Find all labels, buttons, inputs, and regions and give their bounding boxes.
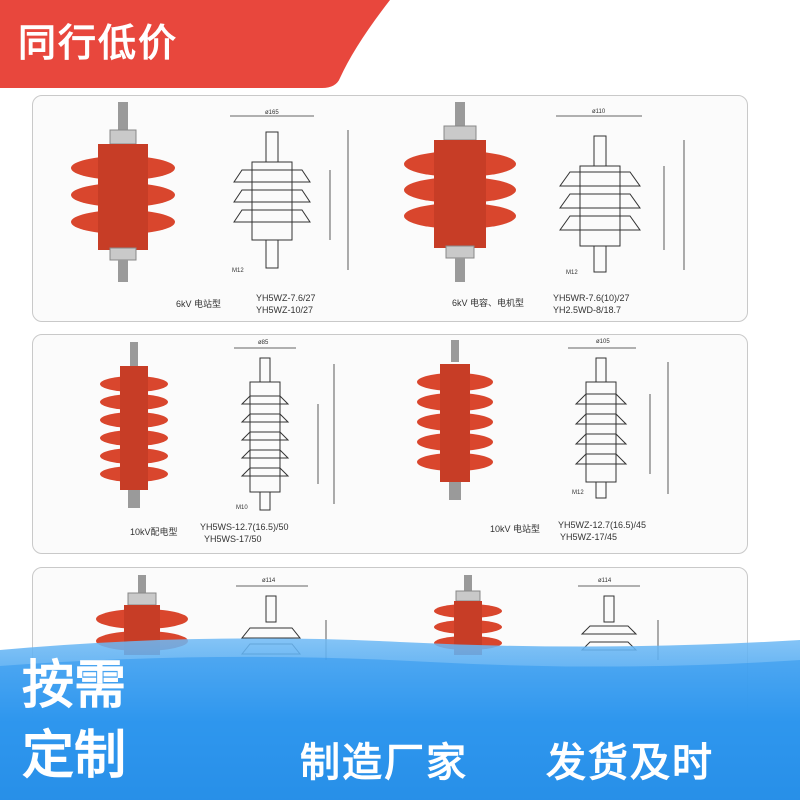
diameter-label-2: ø110 (592, 109, 606, 115)
caption-1: 6kV 电站型 (176, 299, 222, 309)
arrester-photo-3 (100, 342, 168, 508)
thread-label-1: M12 (232, 268, 244, 274)
arrester-drawing-1 (230, 115, 349, 270)
diameter-label-4: ø105 (596, 339, 610, 345)
model-1a: YH5WZ-7.6/27 (256, 293, 316, 303)
top-banner: 同行低价 (0, 0, 390, 88)
diameter-label-5: ø114 (262, 578, 276, 584)
model-3a: YH5WS-12.7(16.5)/50 (200, 522, 289, 532)
bottom-banner-shape (0, 638, 800, 800)
arrester-drawing-3 (234, 347, 335, 511)
caption-3: 10kV配电型 (130, 527, 178, 537)
arrester-drawing-2 (556, 115, 685, 273)
arrester-photo-1 (71, 102, 175, 282)
slogan-manufacturer: 制造厂家 (300, 740, 468, 786)
banner-title: 同行低价 (18, 21, 179, 65)
slogan-fast-delivery: 发货及时 (546, 740, 714, 786)
arrester-photo-2 (404, 102, 516, 282)
thread-label-4: M12 (572, 490, 584, 496)
model-2b: YH2.5WD-8/18.7 (553, 305, 622, 315)
diameter-label-3: ø85 (258, 340, 269, 346)
model-3b: YH5WS-17/50 (204, 534, 262, 544)
diameter-label-1: ø165 (265, 110, 279, 116)
custom-text-line-2: 定制 (22, 726, 127, 786)
banner-shape (0, 0, 390, 88)
model-4b: YH5WZ-17/45 (560, 532, 618, 542)
caption-2: 6kV 电容、电机型 (452, 298, 525, 308)
thread-label-3: M10 (236, 505, 248, 511)
arrester-photo-4 (417, 340, 493, 500)
bottom-banner (0, 636, 800, 800)
thread-label-2: M12 (566, 270, 578, 276)
diameter-label-6: ø114 (598, 578, 612, 584)
model-4a: YH5WZ-12.7(16.5)/45 (558, 520, 647, 530)
caption-4: 10kV 电站型 (490, 524, 541, 534)
custom-text-line-1: 按需 (22, 656, 127, 716)
arrester-drawing-4 (568, 347, 669, 499)
model-1b: YH5WZ-10/27 (256, 305, 314, 315)
model-2a: YH5WR-7.6(10)/27 (553, 293, 630, 303)
